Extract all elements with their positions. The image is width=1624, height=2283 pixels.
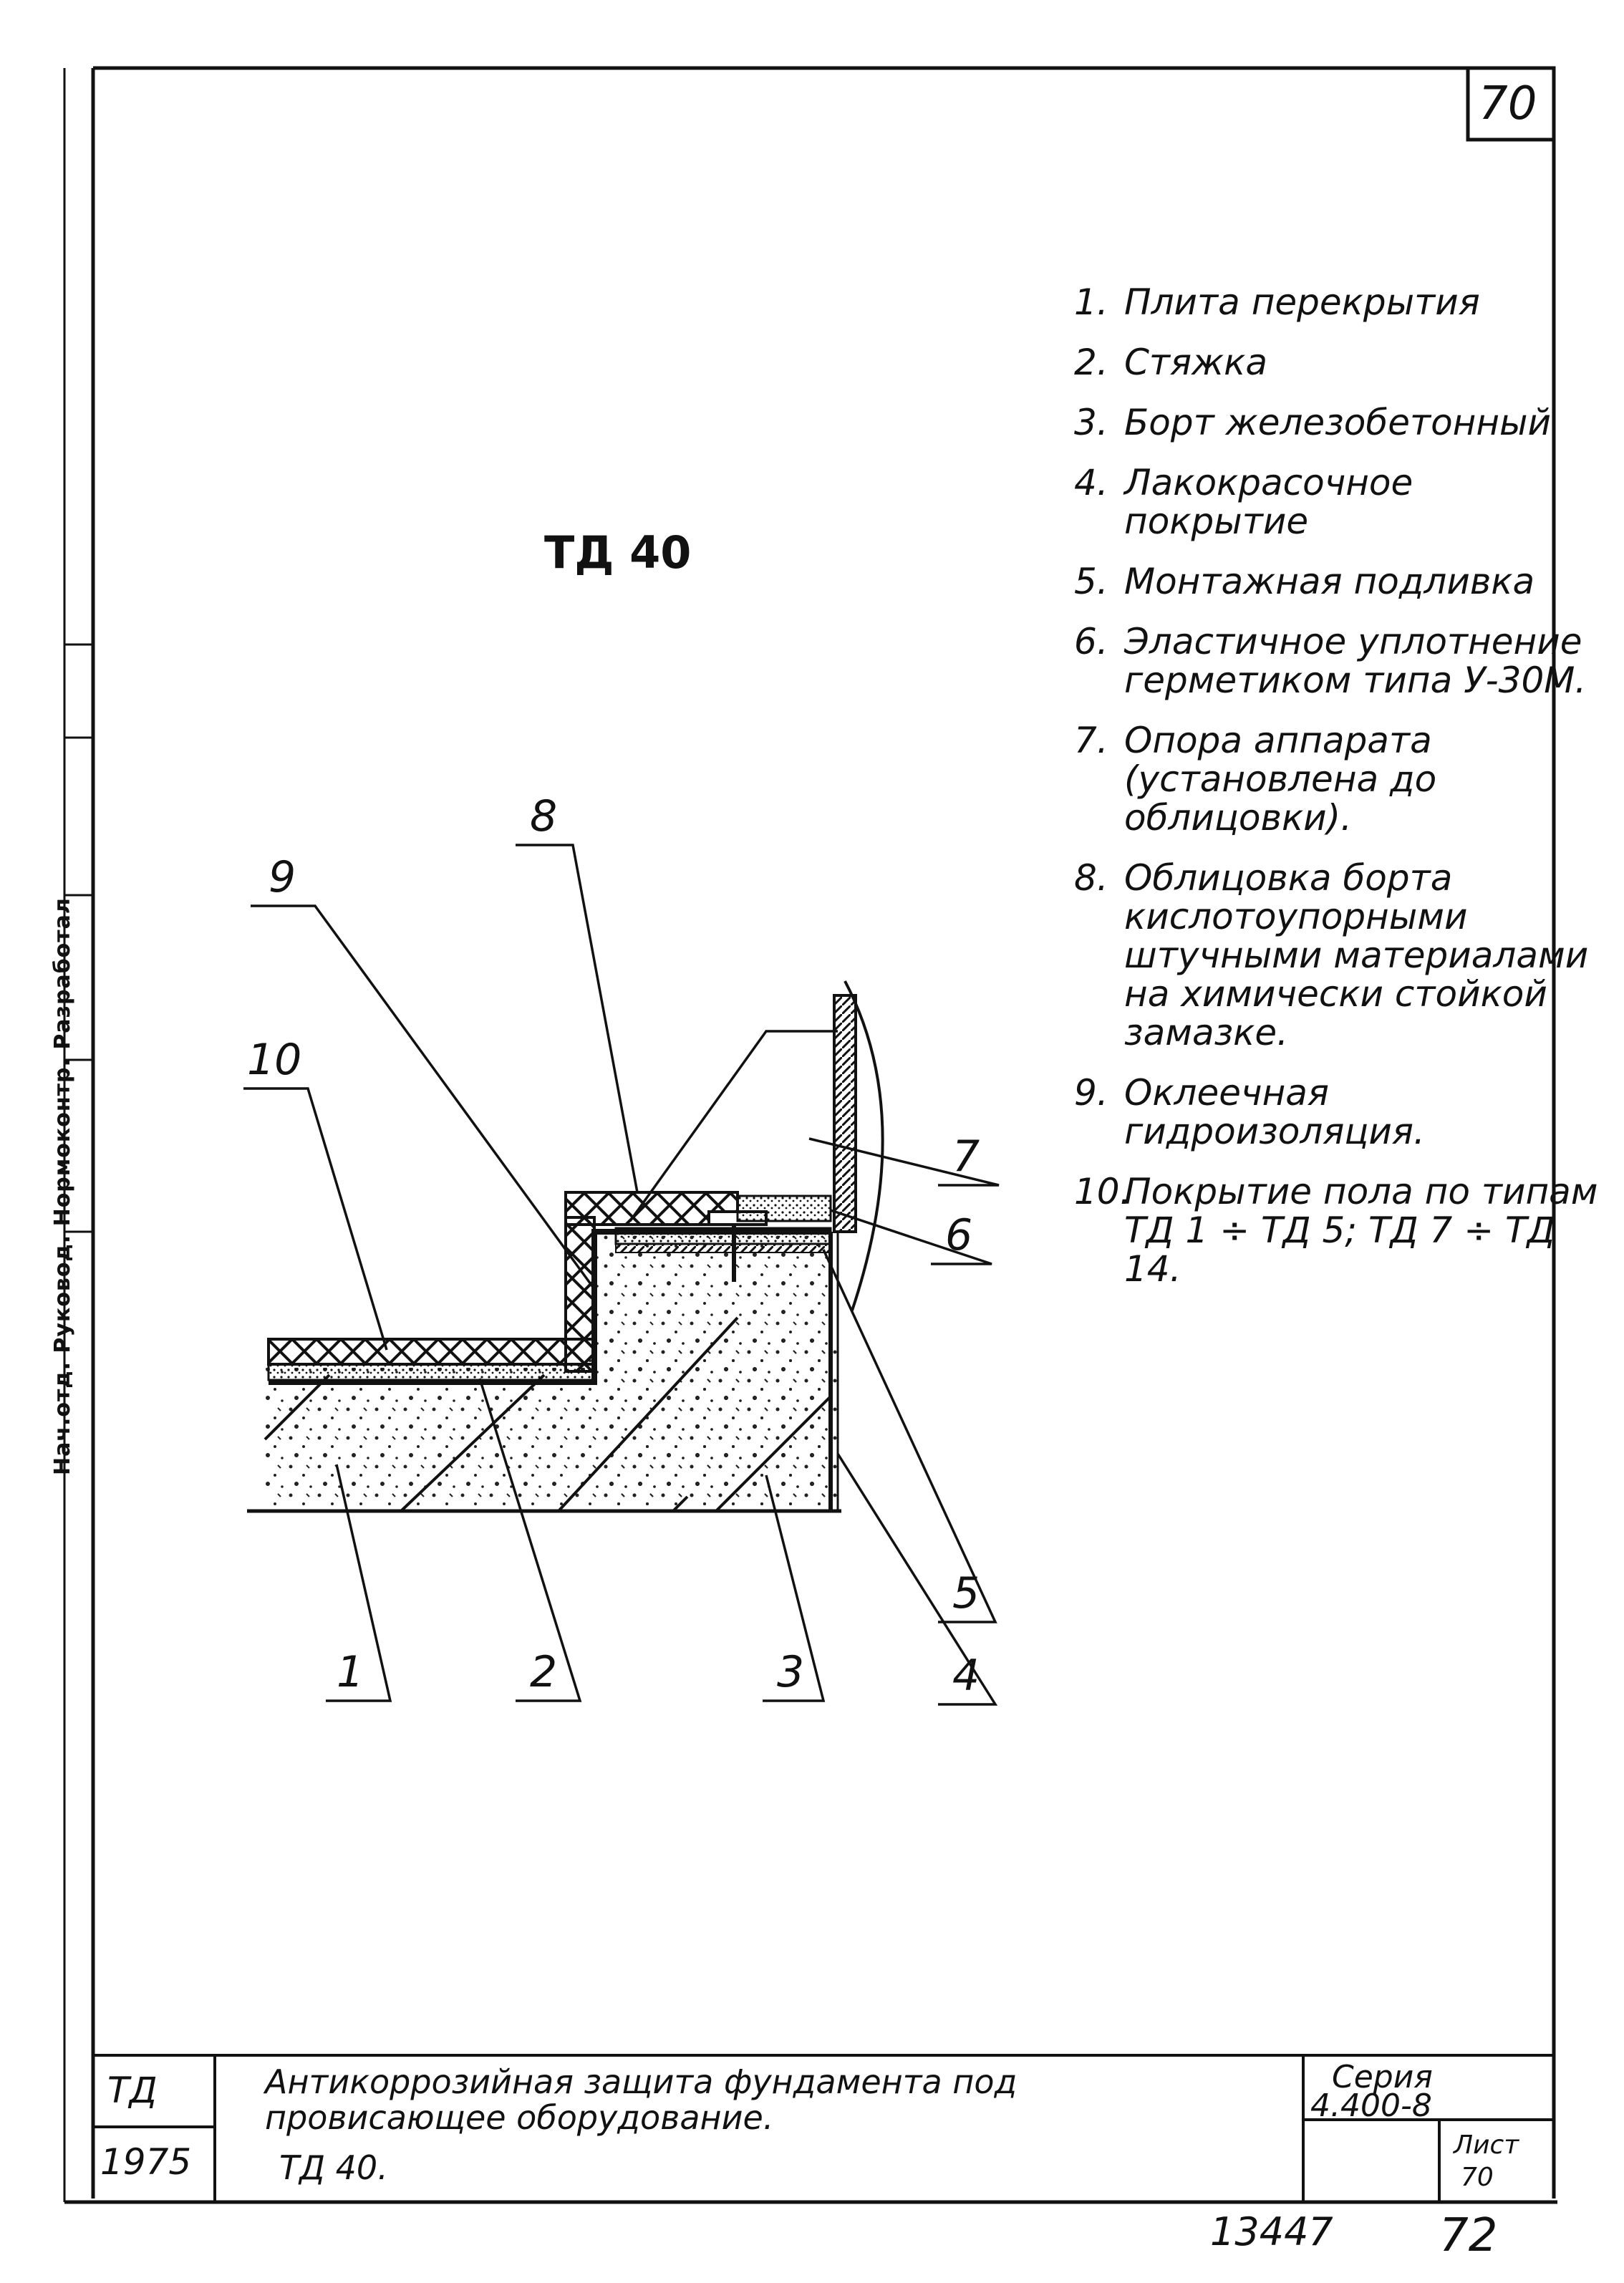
- legend: 1. Плита перекрытия 2. Стяжка 3. Борт желез…: [1074, 283, 1604, 1310]
- legend-num: 3.: [1074, 402, 1108, 443]
- legend-text: Борт железобетонный: [1124, 402, 1552, 443]
- legend-num: 5.: [1074, 561, 1108, 602]
- legend-text: Оклеечная гидроизоляция.: [1124, 1072, 1425, 1152]
- legend-item: 2. Стяжка: [1074, 343, 1604, 382]
- legend-num: 1.: [1074, 281, 1108, 323]
- legend-item: 9. Оклеечная гидроизоляция.: [1074, 1073, 1604, 1151]
- elastic-seal: [736, 1194, 832, 1222]
- legend-text: Облицовка борта кислотоупорными штучными…: [1124, 857, 1589, 1053]
- legend-item: 10.Покрытие пола по типам ТД 1 ÷ ТД 5; Т…: [1074, 1172, 1604, 1288]
- mounting-grout: [614, 1227, 832, 1245]
- callout-1: 1: [337, 1647, 364, 1697]
- tb-code: ТД: [107, 2070, 158, 2111]
- leader-lines: [243, 844, 1000, 1706]
- tb-year: 1975: [100, 2141, 192, 2183]
- tb-description-3: ТД 40.: [279, 2148, 388, 2187]
- legend-item: 1. Плита перекрытия: [1074, 283, 1604, 322]
- legend-num: 2.: [1074, 342, 1108, 383]
- tb-description-2: провисающее оборудование.: [265, 2098, 774, 2137]
- screed-layer: [267, 1363, 596, 1381]
- archive-number: 13447: [1210, 2209, 1333, 2254]
- legend-num: 4.: [1074, 462, 1108, 503]
- legend-text: Покрытие пола по типам ТД 1 ÷ ТД 5; ТД 7…: [1124, 1171, 1598, 1290]
- callout-3: 3: [777, 1647, 805, 1697]
- side-stamp-frame: [64, 643, 93, 1233]
- footer-page: 72: [1439, 2209, 1498, 2262]
- callout-5: 5: [952, 1568, 980, 1618]
- legend-num: 6.: [1074, 621, 1108, 662]
- legend-item: 3. Борт железобетонный: [1074, 403, 1604, 442]
- floor-covering: [267, 1338, 596, 1366]
- title-block-frame: [93, 2054, 1554, 2202]
- sheet-frame: [63, 66, 1557, 2204]
- side-stamp: Нач.отд. Руковод. Нормоконтр. Разработал: [50, 897, 75, 1475]
- legend-item: 4. Лакокрасочное покрытие: [1074, 463, 1604, 541]
- legend-item: 8. Облицовка борта кислотоупорными штучны…: [1074, 859, 1604, 1052]
- legend-text: Лакокрасочное покрытие: [1124, 462, 1413, 542]
- legend-num: 7.: [1074, 720, 1108, 761]
- legend-text: Монтажная подливка: [1124, 561, 1535, 602]
- callout-8: 8: [530, 791, 558, 841]
- curb-cladding-side: [564, 1216, 596, 1373]
- legend-num: 10.: [1074, 1171, 1131, 1212]
- legend-text: Стяжка: [1124, 342, 1267, 383]
- callout-6: 6: [945, 1210, 973, 1260]
- equipment-support: [833, 994, 857, 1233]
- callout-2: 2: [530, 1647, 558, 1697]
- detail-drawing: [247, 980, 884, 1513]
- callout-4: 4: [952, 1651, 980, 1701]
- callout-10: 10: [247, 1035, 302, 1085]
- callout-9: 9: [269, 852, 296, 902]
- legend-item: 6. Эластичное уплотнение герметиком типа …: [1074, 622, 1604, 700]
- tb-sheet-label: Лист: [1454, 2130, 1519, 2160]
- legend-text: Плита перекрытия: [1124, 281, 1480, 323]
- legend-item: 7. Опора аппарата (установлена до облицов…: [1074, 721, 1604, 837]
- callout-7: 7: [952, 1131, 980, 1182]
- tb-series-label: Серия: [1332, 2059, 1433, 2095]
- drawing-title: ТД 40: [544, 526, 692, 579]
- legend-num: 9.: [1074, 1072, 1108, 1114]
- tb-sheet-value: 70: [1461, 2163, 1494, 2192]
- legend-text: Опора аппарата (установлена до облицовки…: [1124, 720, 1437, 839]
- legend-item: 5. Монтажная подливка: [1074, 562, 1604, 601]
- legend-num: 8.: [1074, 857, 1108, 899]
- tb-series-value: 4.400-8: [1310, 2087, 1432, 2124]
- legend-text: Эластичное уплотнение герметиком типа У-…: [1124, 621, 1587, 701]
- concrete-curb: [594, 1232, 831, 1511]
- tb-description-1: Антикоррозийная защита фундамента под: [265, 2062, 1018, 2101]
- page-number: 70: [1479, 77, 1537, 130]
